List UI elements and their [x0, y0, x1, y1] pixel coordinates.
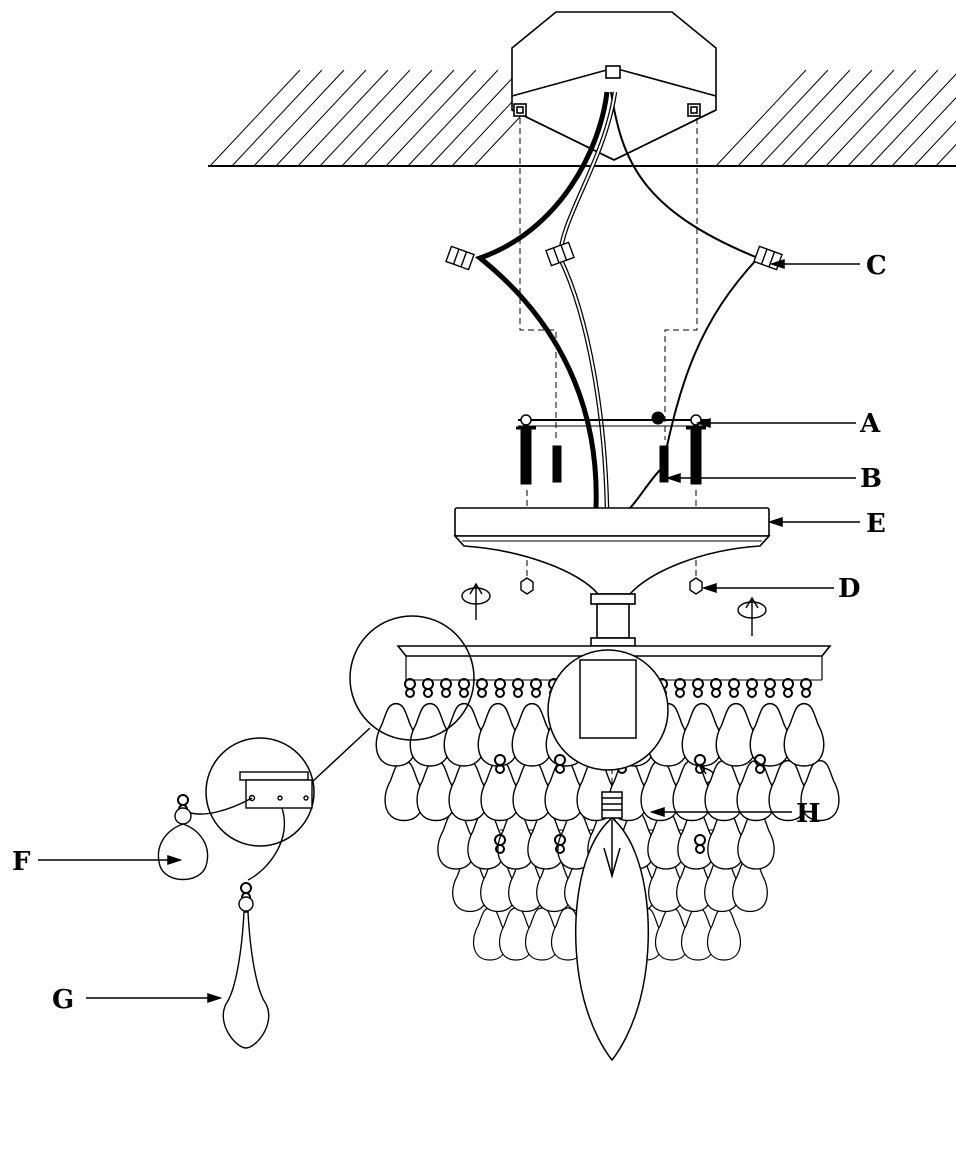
detail-bracket — [240, 772, 312, 808]
junction-box — [512, 12, 716, 160]
crystal-drop — [410, 704, 450, 766]
crystal-drop — [449, 761, 487, 821]
crystal-hook — [747, 679, 757, 697]
callout-label-b: B — [860, 464, 882, 494]
callout-label-d: D — [838, 574, 861, 604]
crystal-drop — [478, 704, 518, 766]
crystal-hook — [423, 679, 433, 697]
crystal-drop — [682, 704, 722, 766]
crystal-hook — [513, 679, 523, 697]
crystal-hook — [693, 679, 703, 697]
crystal-drop — [513, 761, 551, 821]
callout-label-a: A — [859, 409, 881, 439]
crystal-hook — [675, 679, 685, 697]
crystal-hook — [531, 679, 541, 697]
crystal-hook — [729, 679, 739, 697]
crystal-drop — [481, 761, 519, 821]
crystal-drop — [385, 761, 423, 821]
callout-label-c: C — [866, 251, 887, 281]
crystal-drop — [376, 704, 416, 766]
mounting-bar — [518, 412, 710, 426]
stem — [591, 594, 635, 646]
crystal-drop — [784, 704, 824, 766]
crystal-hook — [405, 679, 415, 697]
crystal-hook — [711, 679, 721, 697]
crystal-drop — [512, 704, 552, 766]
crystal-hook — [441, 679, 451, 697]
callout-label-f: F — [12, 847, 31, 877]
crystal-hook — [495, 679, 505, 697]
callout-label-g: G — [52, 985, 74, 1015]
crystal-hook — [801, 679, 811, 697]
callout-label-e: E — [866, 509, 886, 539]
crystal-hook — [477, 679, 487, 697]
crystal-drop — [417, 761, 455, 821]
crystal-drop — [708, 908, 741, 960]
crystal-drop — [716, 704, 756, 766]
canopy — [455, 508, 769, 594]
crystal-hook — [765, 679, 775, 697]
crystal-hook — [459, 679, 469, 697]
callout-label-h: H — [796, 799, 821, 829]
crystal-hook — [783, 679, 793, 697]
